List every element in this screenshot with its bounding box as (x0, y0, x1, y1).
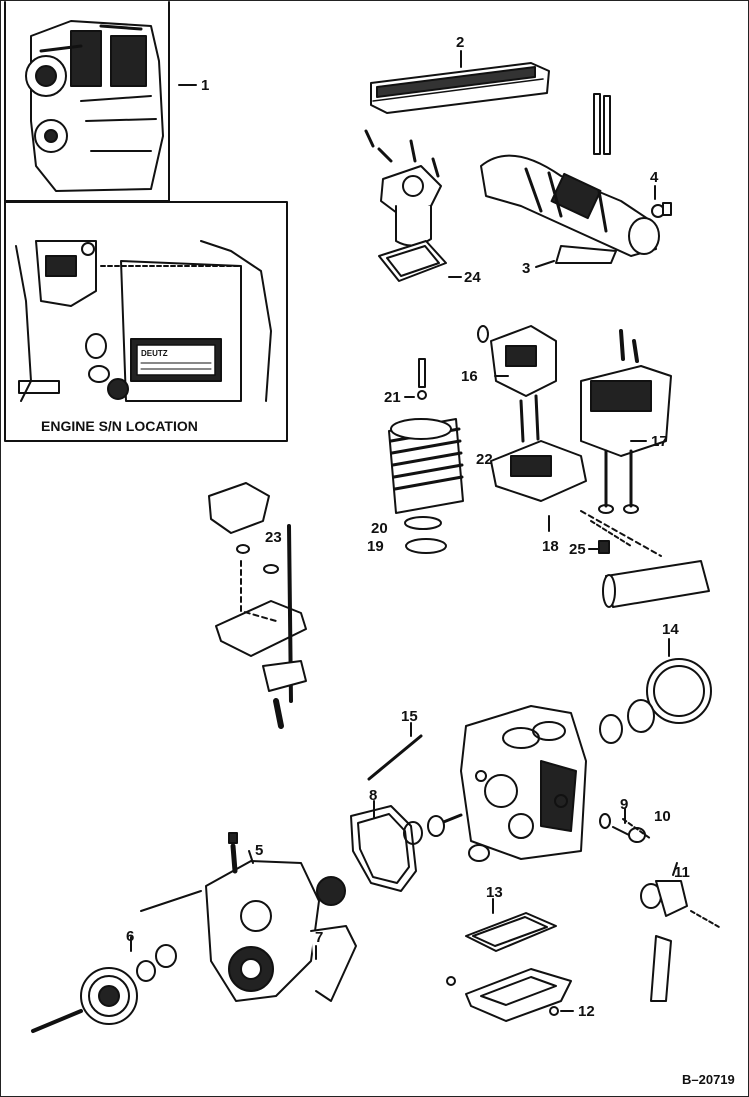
callout-22: 22 (476, 451, 493, 468)
intake-hose-assembly (480, 93, 672, 268)
callout-5: 5 (255, 842, 264, 859)
callout-6: 6 (126, 928, 135, 945)
front-cover-assembly (31, 832, 357, 1033)
callout-1: 1 (201, 77, 210, 94)
callout-12: 12 (578, 1003, 595, 1020)
callout-17: 17 (651, 433, 668, 450)
callout-3: 3 (522, 260, 531, 277)
inset-box (4, 201, 288, 442)
callout-25: 25 (569, 541, 586, 558)
callout-14: 14 (662, 621, 679, 638)
callout-7: 7 (315, 929, 324, 946)
front-gasket (350, 800, 652, 892)
crankcase (439, 705, 587, 862)
rocker-cover-and-tubes (208, 482, 307, 729)
svg-text:DEUTZ: DEUTZ (141, 349, 168, 358)
callout-24: 24 (464, 269, 481, 286)
callout-13: 13 (486, 884, 503, 901)
callout-9: 9 (620, 796, 629, 813)
callout-8: 8 (369, 787, 378, 804)
inset-serial-location: DEUTZ (15, 240, 272, 402)
callout-11: 11 (674, 864, 690, 881)
callout-18: 18 (542, 538, 559, 555)
callout-15: 15 (401, 708, 418, 725)
callout-20: 20 (371, 520, 388, 537)
filter-housing (364, 129, 462, 282)
inset-caption: ENGINE S/N LOCATION (41, 418, 198, 434)
dipstick (367, 722, 423, 781)
oil-filler (640, 862, 720, 1002)
cylinder-barrel (388, 358, 464, 554)
callout-4: 4 (650, 169, 659, 186)
oil-pan (446, 898, 574, 1022)
callout-10: 10 (654, 808, 671, 825)
figure-reference: B–20719 (682, 1072, 735, 1087)
callout-19: 19 (367, 538, 384, 555)
engine-assembly (25, 20, 197, 192)
callout-21: 21 (384, 389, 401, 406)
callout-23: 23 (265, 529, 282, 546)
callout-16: 16 (461, 368, 478, 385)
rear-gasket (599, 638, 712, 744)
callout-2: 2 (456, 34, 465, 51)
cylinder-head-group (477, 325, 710, 608)
air-filter-element (370, 50, 550, 114)
